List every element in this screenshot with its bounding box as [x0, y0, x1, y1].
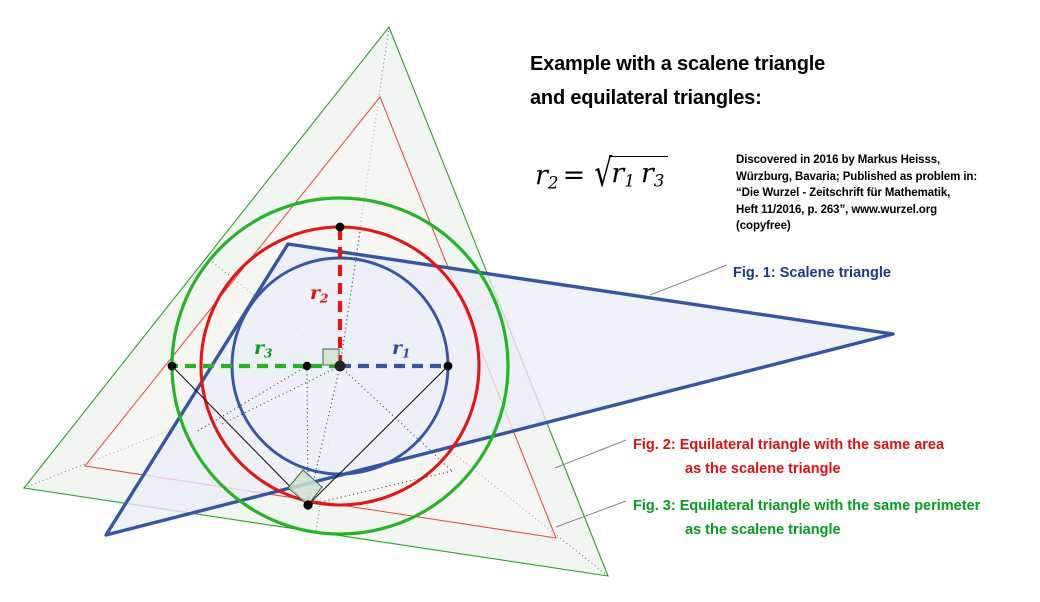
formula-radicand-a-subscript: 1	[624, 170, 635, 191]
radius-label-r3: r3	[254, 337, 272, 361]
point-r2-end	[335, 222, 345, 232]
tangent-chord-lines	[171, 365, 449, 506]
marked-points	[167, 222, 453, 510]
radius-label-r2-base: r	[310, 282, 321, 304]
point-r3-end	[167, 361, 177, 371]
caption-fig2-line-1: Fig. 2: Equilateral triangle with the sa…	[633, 437, 945, 453]
formula-equals: =	[562, 160, 586, 191]
leader-fig2	[554, 439, 627, 469]
radius-label-r1-subscript: 1	[402, 346, 411, 361]
attribution-line-3: “Die Wurzel - Zeitschrift für Mathematik…	[736, 187, 951, 200]
sqrt-icon: √	[594, 150, 613, 196]
leader-fig1	[649, 264, 728, 296]
caption-fig1: Fig. 1: Scalene triangle	[733, 261, 891, 285]
formula-radicand-b: r	[640, 158, 654, 189]
point-r2-left	[302, 361, 312, 371]
radius-label-r3-base: r	[254, 337, 265, 359]
caption-fig1-line-1: Fig. 1: Scalene triangle	[733, 265, 891, 281]
caption-leader-lines	[554, 264, 728, 528]
right-angle-marker-center	[322, 348, 340, 366]
point-tangent-bottom	[303, 500, 313, 510]
attribution-line-5: (copyfree)	[736, 220, 791, 233]
radius-label-r2: r2	[310, 282, 328, 306]
leader-fig3	[555, 500, 627, 528]
center-rays-dotted	[221, 231, 453, 506]
radius-label-r3-subscript: 3	[264, 346, 273, 361]
formula-lhs: r	[535, 160, 548, 191]
radius-label-r1: r1	[392, 337, 410, 361]
radius-label-r2-subscript: 2	[320, 291, 329, 306]
caption-fig3-line-2: as the scalene triangle	[685, 522, 841, 538]
page-title-line-1: Example with a scalene triangle	[530, 53, 826, 75]
attribution-line-2: Würzburg, Bavaria; Published as problem …	[736, 170, 978, 183]
page-title-line-2: and equilateral triangles:	[530, 87, 762, 109]
caption-fig2: Fig. 2: Equilateral triangle with the sa…	[633, 433, 944, 481]
auxiliary-dotted-lines	[195, 365, 453, 506]
attribution-block: Discovered in 2016 by Markus Heisss, Wür…	[736, 152, 1036, 235]
point-r1-end	[443, 361, 453, 371]
caption-fig3-line-1: Fig. 3: Equilateral triangle with the sa…	[633, 498, 981, 514]
formula-radicand-b-subscript: 3	[653, 170, 665, 191]
formula-radicand-a: r	[611, 158, 625, 189]
attribution-line-4: Heft 11/2016, p. 263”, www.wurzel.org	[736, 203, 938, 216]
attribution-line-1: Discovered in 2016 by Markus Heisss,	[736, 154, 941, 166]
right-angle-marker-tangent	[287, 469, 323, 506]
triangle-scalene	[104, 242, 895, 537]
point-center	[334, 360, 346, 372]
formula-lhs-subscript: 2	[547, 172, 559, 193]
radius-label-r1-base: r	[392, 337, 403, 359]
caption-fig2-line-2: as the scalene triangle	[685, 461, 841, 477]
caption-fig3: Fig. 3: Equilateral triangle with the sa…	[633, 494, 980, 542]
